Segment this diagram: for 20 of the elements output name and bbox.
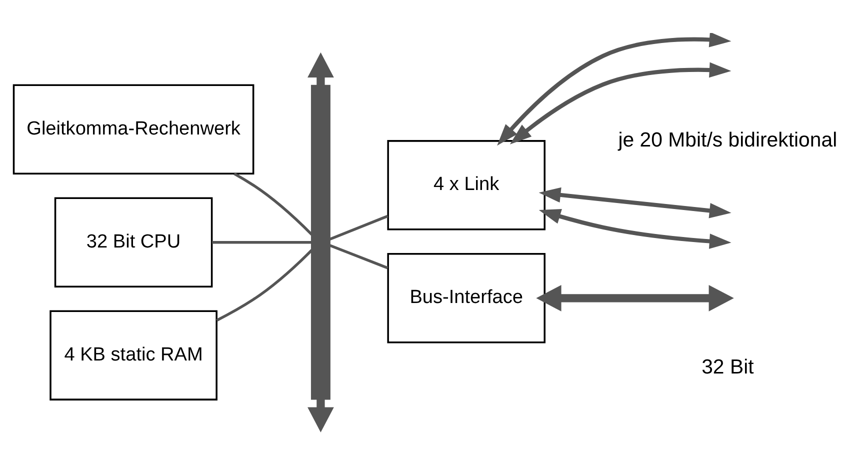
node-box: 4 x Link (387, 140, 546, 230)
connector (234, 172, 313, 236)
node-box: 32 Bit CPU (54, 197, 213, 288)
arrow (538, 187, 732, 218)
connector (216, 249, 313, 322)
arrow (308, 399, 334, 432)
label: 32 Bit (702, 356, 754, 379)
connector (212, 240, 312, 244)
node-box: Gleitkomma-Rechenwerk (12, 84, 254, 174)
node-box: Bus-Interface (387, 253, 546, 344)
node-bar (310, 84, 330, 400)
node-box: 4 KB static RAM (50, 310, 218, 400)
arrow (536, 284, 734, 312)
arrow (497, 33, 732, 146)
arrow (538, 209, 732, 249)
connector (329, 214, 388, 241)
connector (329, 244, 388, 270)
label: je 20 Mbit/s bidirektional (618, 129, 838, 152)
arrow (308, 52, 334, 86)
arrow (510, 62, 732, 144)
